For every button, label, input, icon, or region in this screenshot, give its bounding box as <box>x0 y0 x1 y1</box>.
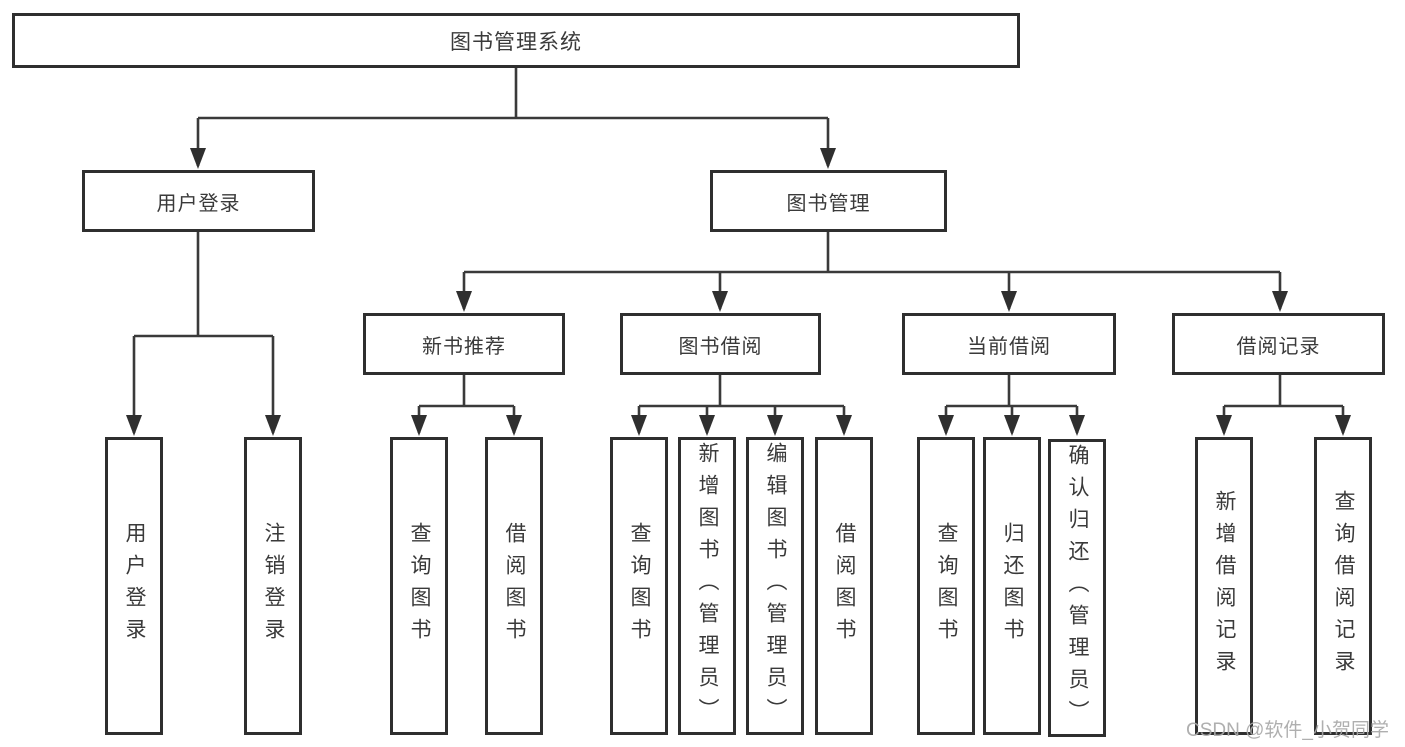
connector-newbook-to-leaves <box>411 375 522 436</box>
node-book-borrowing: 图书借阅 <box>620 313 821 375</box>
arrowhead-icon <box>1004 415 1020 436</box>
connector-userlogin-to-leaves <box>126 232 281 436</box>
node-query-books-2: 查询图书 <box>610 437 668 735</box>
node-confirm-return-admin: 确认归还（管理员） <box>1048 439 1106 737</box>
arrowhead-icon <box>411 415 427 436</box>
arrowhead-icon <box>126 415 142 436</box>
arrowhead-icon <box>1069 415 1085 436</box>
node-return-books: 归还图书 <box>983 437 1041 735</box>
connector-borrow-to-leaves <box>631 375 852 436</box>
node-library-management-system: 图书管理系统 <box>12 13 1020 68</box>
node-new-book-recommend: 新书推荐 <box>363 313 565 375</box>
node-label: 注销登录 <box>262 522 285 650</box>
node-label: 查询图书 <box>935 522 958 650</box>
arrowhead-icon <box>820 148 836 169</box>
node-logout-leaf: 注销登录 <box>244 437 302 735</box>
node-user-login-leaf: 用户登录 <box>105 437 163 735</box>
node-label: 新书推荐 <box>422 335 506 358</box>
connector-root-to-level2 <box>190 68 836 169</box>
node-book-management-group: 图书管理 <box>710 170 947 232</box>
node-query-borrow-record: 查询借阅记录 <box>1314 437 1372 735</box>
arrowhead-icon <box>712 291 728 312</box>
node-label: 借阅图书 <box>503 522 526 650</box>
arrowhead-icon <box>1335 415 1351 436</box>
arrowhead-icon <box>836 415 852 436</box>
connector-bookmgmt-to-level3 <box>456 232 1288 312</box>
connector-current-to-leaves <box>938 375 1085 436</box>
arrowhead-icon <box>190 148 206 169</box>
node-label: 查询借阅记录 <box>1332 490 1355 682</box>
node-label: 查询图书 <box>408 522 431 650</box>
node-borrow-books-1: 借阅图书 <box>485 437 543 735</box>
node-label: 新增借阅记录 <box>1213 490 1236 682</box>
arrowhead-icon <box>1272 291 1288 312</box>
node-user-login-group: 用户登录 <box>82 170 315 232</box>
node-label: 查询图书 <box>628 522 651 650</box>
node-add-books-admin: 新增图书（管理员） <box>678 437 736 735</box>
node-add-borrow-record: 新增借阅记录 <box>1195 437 1253 735</box>
node-label: 用户登录 <box>123 522 146 650</box>
arrowhead-icon <box>1001 291 1017 312</box>
node-borrowing-records: 借阅记录 <box>1172 313 1385 375</box>
node-label: 图书借阅 <box>678 335 763 358</box>
node-label: 用户登录 <box>156 192 241 215</box>
arrowhead-icon <box>631 415 647 436</box>
node-label: 借阅记录 <box>1236 335 1321 358</box>
arrowhead-icon <box>456 291 472 312</box>
csdn-watermark: CSDN @软件_小贺同学 <box>1186 720 1389 741</box>
node-label: 图书管理 <box>786 192 871 215</box>
node-query-books-3: 查询图书 <box>917 437 975 735</box>
node-label: 新增图书（管理员） <box>696 442 719 730</box>
arrowhead-icon <box>506 415 522 436</box>
node-edit-books-admin: 编辑图书（管理员） <box>746 437 804 735</box>
node-label: 当前借阅 <box>967 335 1051 358</box>
node-current-borrowing: 当前借阅 <box>902 313 1116 375</box>
arrowhead-icon <box>938 415 954 436</box>
connector-records-to-leaves <box>1216 375 1351 436</box>
arrowhead-icon <box>699 415 715 436</box>
node-label: 图书管理系统 <box>450 30 582 54</box>
arrowhead-icon <box>1216 415 1232 436</box>
node-label: 借阅图书 <box>833 522 856 650</box>
node-query-books-1: 查询图书 <box>390 437 448 735</box>
node-label: 编辑图书（管理员） <box>764 442 787 730</box>
arrowhead-icon <box>265 415 281 436</box>
node-borrow-books-2: 借阅图书 <box>815 437 873 735</box>
arrowhead-icon <box>767 415 783 436</box>
node-label: 确认归还（管理员） <box>1066 444 1089 732</box>
node-label: 归还图书 <box>1001 522 1024 650</box>
